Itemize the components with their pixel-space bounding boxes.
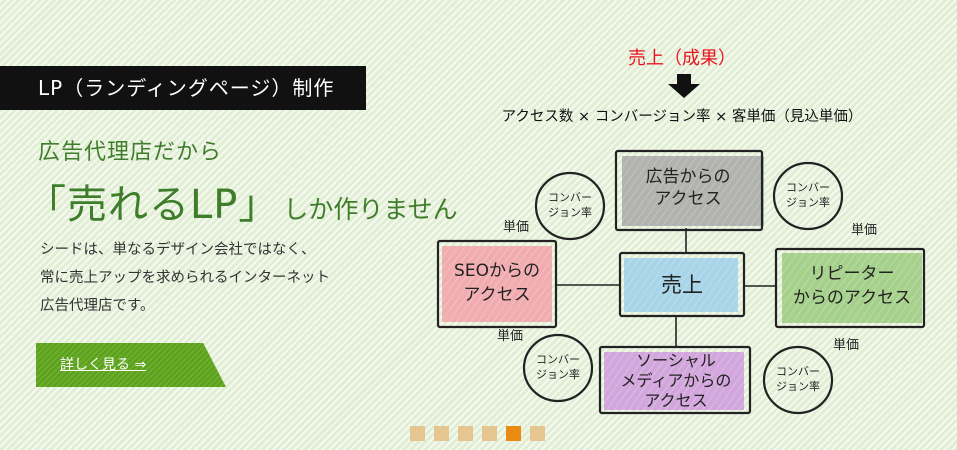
hero-subhead: 広告代理店だから	[38, 140, 223, 165]
sales-center-box: 売上	[618, 251, 746, 318]
seo-box-line: SEOからの	[454, 261, 540, 281]
seo-box-line: アクセス	[463, 285, 530, 305]
ad-box-line: 広告からの	[646, 167, 731, 187]
pager-dot[interactable]	[434, 426, 449, 441]
svg-text:ジョン率: ジョン率	[776, 379, 820, 393]
headline-suffix: しか作りません	[283, 195, 458, 224]
headline-main: 「売れるLP」	[26, 182, 280, 228]
slide-pager	[410, 426, 545, 441]
cvr-circle: コンバー ジョン率	[522, 333, 594, 403]
unit-price-label: 単価	[503, 219, 529, 235]
repeater-access-box: リピーター からのアクセス	[774, 247, 926, 329]
unit-price-label: 単価	[497, 328, 523, 344]
repeat-box-line: リピーター	[810, 264, 895, 284]
formula-text: アクセス数 × コンバージョン率 × 客単価（見込単価）	[502, 108, 863, 125]
social-box-line: アクセス	[644, 391, 707, 410]
social-access-box: ソーシャル メディアからの アクセス	[598, 345, 752, 415]
hero-headline: 「売れるLP」しか作りません	[26, 172, 458, 230]
svg-text:ジョン率: ジョン率	[786, 195, 830, 209]
details-button[interactable]: 詳しく見る ⇒	[36, 343, 226, 387]
description-line: 常に売上アップを求められるインターネット	[40, 270, 330, 286]
pager-dot[interactable]	[506, 426, 521, 441]
description-line: シードは、単なるデザイン会社ではなく、	[40, 242, 316, 258]
svg-text:コンバー: コンバー	[776, 365, 820, 378]
connector-lines	[556, 228, 776, 348]
pager-dot[interactable]	[482, 426, 497, 441]
cvr-circle: コンバー ジョン率	[762, 345, 834, 415]
repeat-box-line: からのアクセス	[793, 288, 911, 308]
cvr-circle: コンバー ジョン率	[772, 161, 844, 231]
svg-text:コンバー: コンバー	[536, 353, 580, 366]
seo-access-box: SEOからの アクセス	[436, 239, 558, 329]
unit-price-label: 単価	[851, 222, 877, 238]
pager-dot[interactable]	[458, 426, 473, 441]
ad-access-box: 広告からの アクセス	[614, 149, 764, 232]
ad-box-line: アクセス	[654, 189, 721, 209]
social-box-line: ソーシャル	[636, 351, 716, 370]
cvr-circle: コンバー ジョン率	[534, 171, 606, 241]
hero-description: シードは、単なるデザイン会社ではなく、 常に売上アップを求められるインターネット…	[40, 236, 330, 320]
center-label: 売上	[661, 273, 703, 297]
svg-text:ジョン率: ジョン率	[536, 367, 580, 381]
social-box-line: メディアからの	[621, 371, 732, 390]
service-tag: LP（ランディングページ）制作	[0, 66, 366, 110]
unit-price-label: 単価	[833, 337, 859, 353]
svg-text:ジョン率: ジョン率	[548, 205, 592, 219]
result-label: 売上（成果）	[628, 48, 736, 69]
pager-dot[interactable]	[530, 426, 545, 441]
down-arrow-icon	[668, 74, 700, 98]
description-line: 広告代理店です。	[40, 298, 155, 314]
svg-text:コンバー: コンバー	[786, 181, 830, 194]
svg-text:コンバー: コンバー	[548, 191, 592, 204]
pager-dot[interactable]	[410, 426, 425, 441]
